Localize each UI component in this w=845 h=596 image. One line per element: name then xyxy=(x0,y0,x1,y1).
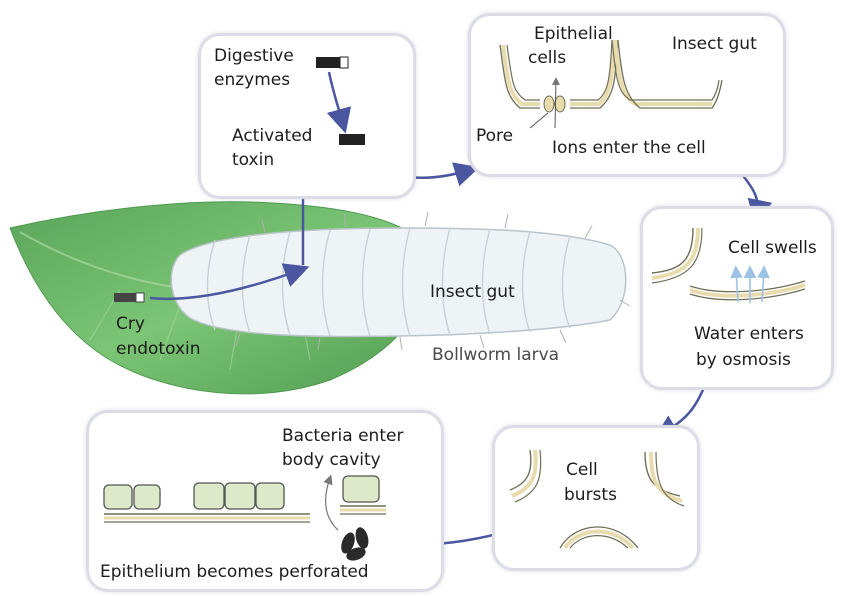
label-insect-gut-larva: Insect gut xyxy=(430,282,515,303)
label-bursts: bursts xyxy=(564,485,617,506)
label-body-cavity: body cavity xyxy=(282,450,381,471)
label-water-enters: Water enters xyxy=(694,324,804,345)
label-cells: cells xyxy=(528,48,566,69)
label-enzymes: enzymes xyxy=(214,70,290,91)
label-cell: Cell xyxy=(566,460,598,481)
label-epithelium-perforated: Epithelium becomes perforated xyxy=(100,562,369,583)
label-insect-gut-panel: Insect gut xyxy=(672,34,757,55)
label-cell-swells: Cell swells xyxy=(728,238,817,259)
cry-endotoxin-block xyxy=(114,293,144,302)
label-activated: Activated xyxy=(232,126,312,147)
label-bollworm-larva: Bollworm larva xyxy=(432,345,559,366)
label-epithelial: Epithelial xyxy=(534,24,613,45)
label-bacteria-enter: Bacteria enter xyxy=(282,426,403,447)
label-endotoxin: endotoxin xyxy=(116,339,201,360)
label-toxin: toxin xyxy=(232,150,274,171)
label-digestive: Digestive xyxy=(214,46,294,67)
label-ions-enter: Ions enter the cell xyxy=(552,138,706,159)
label-by-osmosis: by osmosis xyxy=(696,350,791,371)
label-pore: Pore xyxy=(476,126,513,147)
label-cry: Cry xyxy=(116,314,145,335)
